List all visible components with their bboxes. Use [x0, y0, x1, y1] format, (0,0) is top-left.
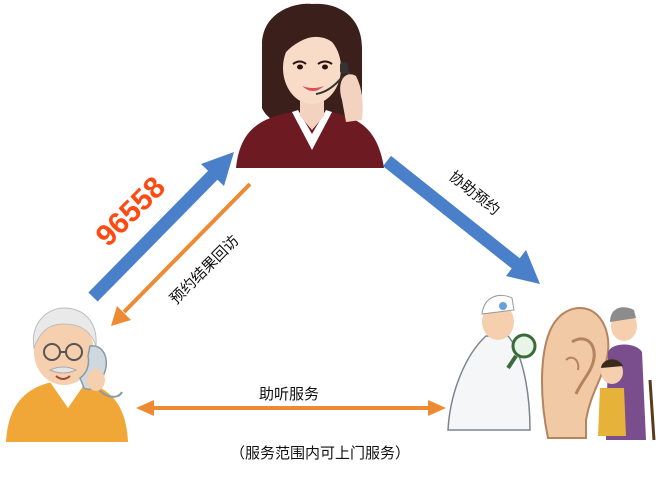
elder-icon: [6, 307, 128, 442]
service-note-label: （服务范围内可上门服务）: [230, 444, 410, 462]
clinic-icon: [447, 294, 656, 441]
phone-number-label: 96558: [90, 171, 172, 253]
callback-arrow: [111, 182, 252, 326]
service-label: 助听服务: [259, 385, 319, 403]
callback-label: 预约结果回访: [166, 231, 242, 307]
assist-booking-arrow: [382, 155, 540, 284]
operator-icon: [236, 3, 384, 168]
hearing-service-arrow: [136, 400, 446, 416]
phone-call-arrow: [88, 152, 234, 302]
